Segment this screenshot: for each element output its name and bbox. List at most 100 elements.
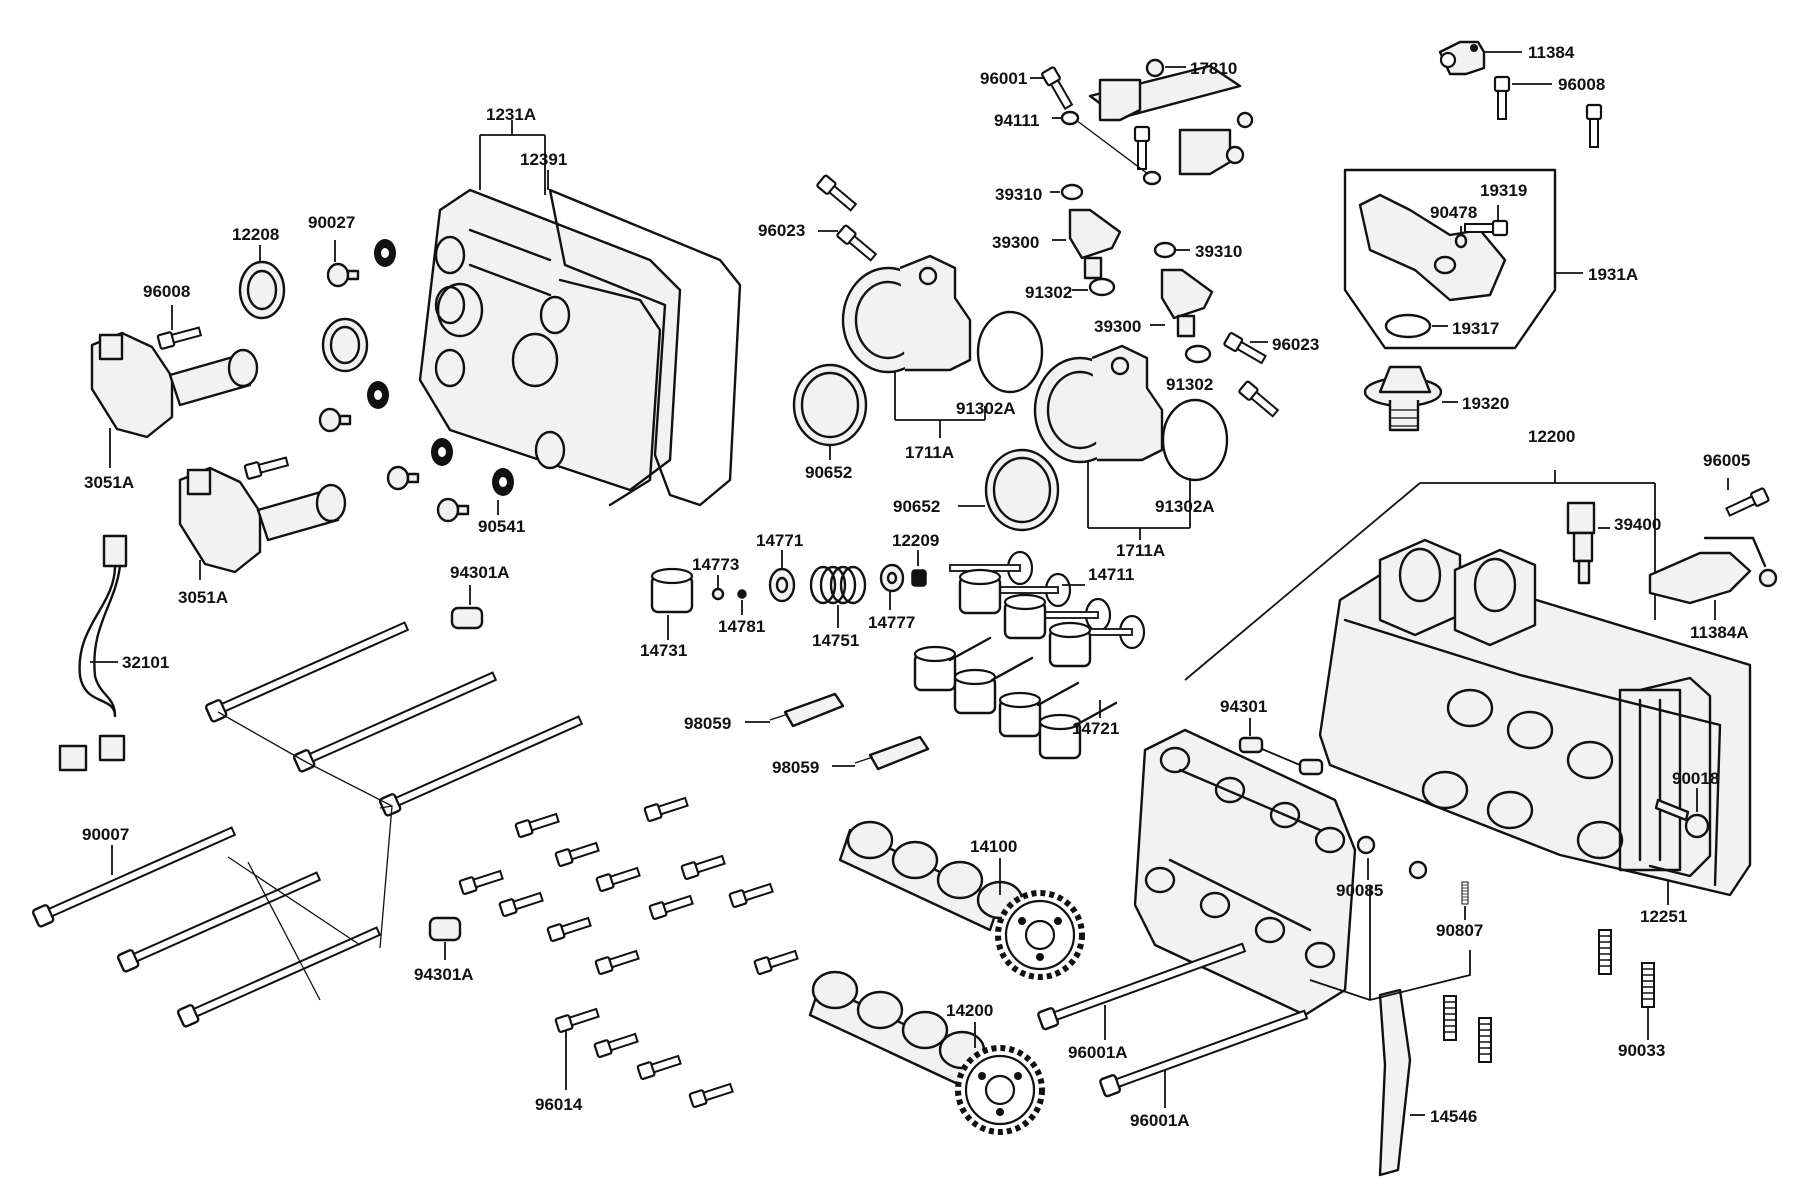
label-12209: 12209 [892,531,939,550]
camshaft-14200 [808,970,1042,1132]
label-14771: 14771 [756,531,803,550]
label-90541: 90541 [478,517,525,536]
head-bolt-90007-3 [378,710,586,818]
oring-91302-a [1088,277,1116,297]
head-bolt-90007-4 [31,821,239,929]
thermostat-housing-group-1931A [1343,168,1583,350]
long-bolt-96001A-b [1098,1004,1310,1099]
head-bolt-leaders [217,711,393,1001]
studs-90033 [1443,929,1655,1063]
oring-91302-b [1184,344,1212,364]
bolt-96001 [1040,65,1076,112]
label-14546: 14546 [1430,1107,1477,1126]
bracket-11384A [1648,536,1778,620]
fuel-rail-17810 [1088,58,1254,176]
washer-dark-2 [367,381,389,409]
camshaft-14100 [838,820,1082,977]
label-96014: 96014 [535,1095,583,1114]
retainer-14771 [768,567,796,603]
label-91302-a: 91302 [1025,283,1072,302]
label-39310-b: 39310 [1195,242,1242,261]
bolt-grommet-a [318,407,352,433]
label-96008-top: 96008 [1558,75,1605,94]
clamp-90652-a [792,363,868,447]
label-94301A-a: 94301A [450,563,510,582]
collet-14773 [711,587,725,601]
bolt-96023-c [1222,331,1269,367]
label-39300-b: 39300 [1094,317,1141,336]
plug-90085 [1356,835,1428,880]
bolt-96023-a [815,173,859,214]
injector-39300-a [1052,208,1122,280]
bolt-19319 [1463,219,1509,237]
label-96001: 96001 [980,69,1027,88]
actuator-3051A-a [90,331,259,468]
bolt-grommet-b [386,465,420,491]
label-90478: 90478 [1430,203,1477,222]
label-96001A-a: 96001A [1068,1043,1128,1062]
intake-throttle-1711A-b [1033,344,1191,540]
label-94301A-b: 94301A [414,965,474,984]
label-14781: 14781 [718,617,765,636]
label-1931A: 1931A [1588,265,1638,284]
seal-12209 [911,569,927,587]
intake-throttle-1711A-a [841,254,986,438]
label-90027: 90027 [308,213,355,232]
label-98059-a: 98059 [684,714,731,733]
label-90007: 90007 [82,825,129,844]
stud-90807 [1461,881,1469,905]
label-1711A-b: 1711A [1116,541,1165,560]
bucket-14731 [650,567,694,614]
collet-14781 [737,589,747,599]
label-96001A-b: 96001A [1130,1111,1190,1130]
label-11384A: 11384A [1690,623,1749,642]
bolt-small-left [243,453,290,481]
oring-39310-a [1060,183,1084,201]
dowel-94301A-b [428,916,462,960]
label-96023-a: 96023 [758,221,805,240]
dowel-94301A-a [450,585,484,630]
bolt-96023-d [1237,379,1281,420]
bracket-11384 [1438,40,1522,76]
label-14777: 14777 [868,613,915,632]
gasket-12251 [1638,676,1712,878]
label-39300-a: 39300 [992,233,1039,252]
label-32101: 32101 [122,653,169,672]
chain-guide-14546 [1378,988,1425,1177]
label-39310-a: 39310 [995,185,1042,204]
label-90018: 90018 [1672,769,1719,788]
head-bolt-90007-1 [204,616,412,724]
label-14731: 14731 [640,641,687,660]
label-12208: 12208 [232,225,279,244]
label-14773: 14773 [692,555,739,574]
washer-94111-a [1060,110,1080,126]
bolt-96008-a [1493,75,1511,121]
bolt-small-1 [1133,125,1151,171]
injector-39300-b [1150,268,1214,338]
label-12391: 12391 [520,150,567,169]
label-14100: 14100 [970,837,1017,856]
washer-94111-b [1142,170,1162,186]
washer-dark-1 [374,239,396,267]
label-3051A-b: 3051A [178,588,228,607]
spark-plug-98059-b [832,735,930,771]
thermostat-19320 [1363,365,1458,432]
oring-91302A-a [976,310,1044,394]
label-14721: 14721 [1072,719,1119,738]
head-bolt-90007-5 [116,866,324,974]
label-94111: 94111 [994,111,1039,130]
washer-dark-3 [431,438,453,466]
label-14200: 14200 [946,1001,993,1020]
seal-12208 [238,245,286,320]
label-12251: 12251 [1640,907,1687,926]
label-90085: 90085 [1336,881,1383,900]
label-90652-b: 90652 [893,497,940,516]
label-39400: 39400 [1614,515,1661,534]
bolt-96008-b [1585,103,1603,149]
part-labels: 11384 17810 96001 94111 96008 1231A 1239… [82,43,1750,1130]
label-98059-b: 98059 [772,758,819,777]
bolt-90018 [1654,788,1710,839]
label-14751: 14751 [812,631,859,650]
bolt-96023-b [835,223,879,264]
